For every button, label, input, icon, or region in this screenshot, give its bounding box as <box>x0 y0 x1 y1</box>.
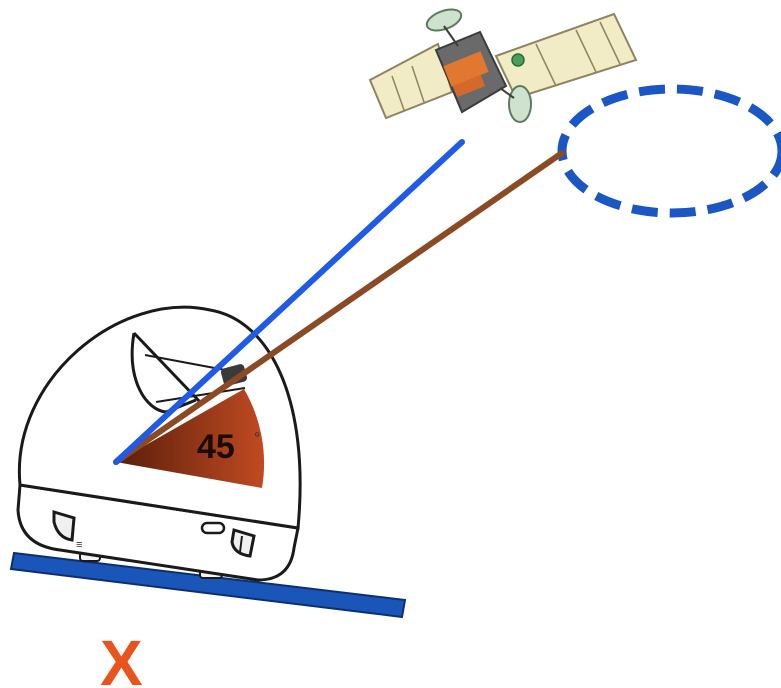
mounting-plate <box>9 551 407 619</box>
svg-text:≡: ≡ <box>76 539 82 551</box>
target-area-ellipse <box>557 84 781 218</box>
angle-value-label: 45 <box>197 428 235 466</box>
offset-pointing-line <box>113 150 565 465</box>
satellite-icon <box>368 8 638 123</box>
degree-symbol: ° <box>254 430 260 447</box>
incorrect-mark: X <box>100 627 143 688</box>
direct-pointing-line <box>113 139 465 465</box>
angle-wedge <box>116 389 265 488</box>
